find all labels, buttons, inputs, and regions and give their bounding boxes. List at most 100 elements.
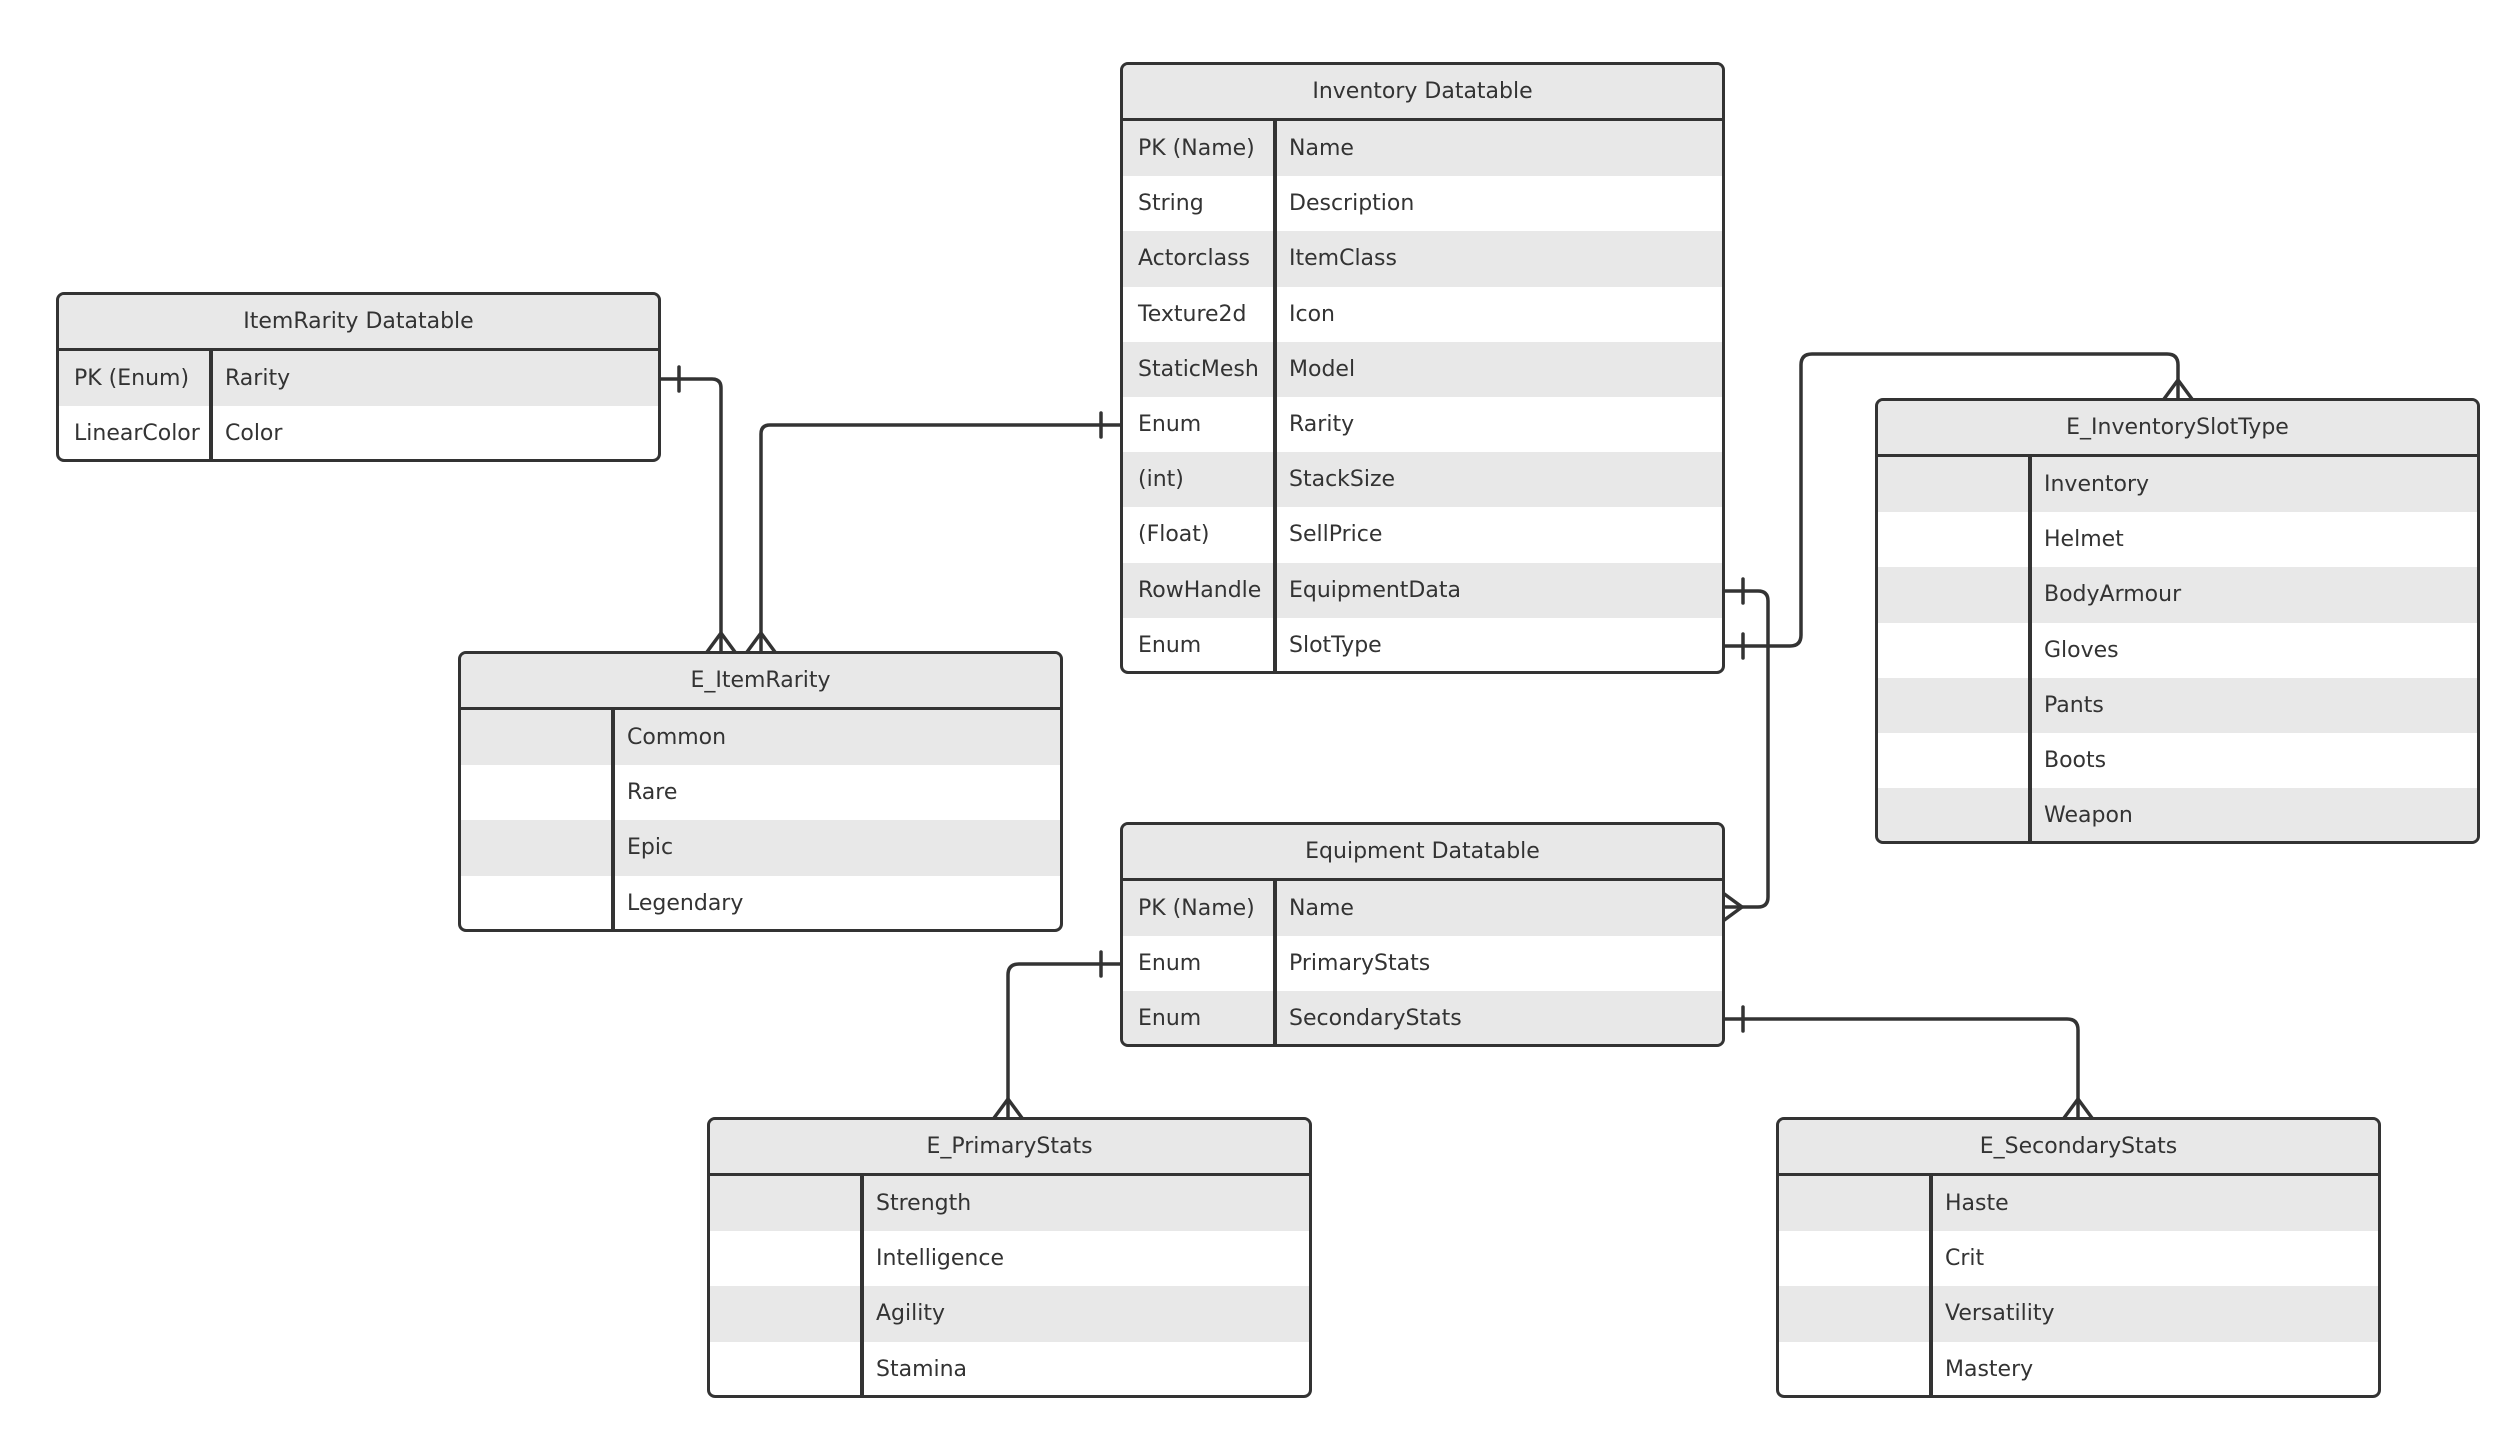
entity-row: PK (Name) Name <box>1123 881 1722 937</box>
column-divider <box>209 351 213 459</box>
row-key: Enum <box>1138 951 1202 977</box>
entity-body: Strength Intelligence Agility Stamina <box>710 1176 1309 1395</box>
entity-row: Versatility <box>1779 1286 2378 1342</box>
entity-row: Haste <box>1779 1176 2378 1232</box>
row-field: Rarity <box>1289 412 1355 438</box>
entity-inventory-datatable[interactable]: Inventory Datatable PK (Name)Name String… <box>1120 62 1725 674</box>
entity-row: Enum SlotType <box>1123 618 1722 671</box>
entity-body: Common Rare Epic Legendary <box>461 710 1060 929</box>
entity-row: Legendary <box>461 876 1060 929</box>
row-field: Inventory <box>2044 472 2150 498</box>
entity-body: Inventory Helmet BodyArmour Gloves Pants… <box>1878 457 2477 841</box>
row-field: Versatility <box>1945 1301 2055 1327</box>
row-field: SlotType <box>1289 632 1382 658</box>
entity-title: Equipment Datatable <box>1123 825 1722 881</box>
row-field: Boots <box>2044 748 2107 774</box>
entity-body: Haste Crit Versatility Mastery <box>1779 1176 2378 1395</box>
row-field: Intelligence <box>876 1246 1005 1272</box>
row-field: SellPrice <box>1289 522 1383 548</box>
entity-row: RowHandle EquipmentData <box>1123 562 1722 618</box>
column-divider <box>1929 1176 1933 1395</box>
relationship-equipment-primarystats-to-e-primarystats <box>992 950 1125 1120</box>
row-key: PK (Name) <box>1138 896 1255 922</box>
column-divider <box>2028 457 2032 841</box>
entity-e-itemrarity[interactable]: E_ItemRarity Common Rare Epic Legendary <box>458 651 1063 932</box>
entity-title: E_ItemRarity <box>461 654 1060 710</box>
row-field: Weapon <box>2044 803 2133 829</box>
entity-title: ItemRarity Datatable <box>59 295 658 351</box>
entity-row: Enum SecondaryStats <box>1123 991 1722 1044</box>
entity-row: Stamina <box>710 1342 1309 1395</box>
entity-title: E_SecondaryStats <box>1779 1120 2378 1176</box>
row-field: Gloves <box>2044 637 2119 663</box>
column-divider <box>860 1176 864 1395</box>
row-field: Rare <box>627 780 678 806</box>
row-field: Stamina <box>876 1356 968 1382</box>
row-key: StaticMesh <box>1138 356 1259 382</box>
entity-row: BodyArmour <box>1878 567 2477 623</box>
row-key: Actorclass <box>1138 246 1251 272</box>
row-key: Enum <box>1138 632 1202 658</box>
entity-title: Inventory Datatable <box>1123 65 1722 121</box>
entity-row: Actorclass ItemClass <box>1123 231 1722 287</box>
entity-e-primarystats[interactable]: E_PrimaryStats Strength Intelligence Agi… <box>707 1117 1312 1398</box>
row-key: RowHandle <box>1138 577 1262 603</box>
entity-e-secondarystats[interactable]: E_SecondaryStats Haste Crit Versatility … <box>1776 1117 2381 1398</box>
column-divider <box>1273 881 1277 1044</box>
row-key: Texture2d <box>1138 301 1247 327</box>
row-field: Helmet <box>2044 527 2124 553</box>
entity-row: (Float) SellPrice <box>1123 507 1722 562</box>
row-field: EquipmentData <box>1289 577 1461 603</box>
entity-row: Texture2d Icon <box>1123 287 1722 342</box>
entity-row: StaticMesh Model <box>1123 341 1722 397</box>
row-field: StackSize <box>1289 467 1396 493</box>
entity-row: Helmet <box>1878 512 2477 567</box>
entity-row: Boots <box>1878 733 2477 788</box>
entity-row: Agility <box>710 1286 1309 1342</box>
entity-row: String Description <box>1123 176 1722 231</box>
entity-title: E_PrimaryStats <box>710 1120 1309 1176</box>
row-key: (Float) <box>1138 522 1210 548</box>
row-key: LinearColor <box>74 421 200 447</box>
entity-row: Inventory <box>1878 457 2477 513</box>
row-field: Haste <box>1945 1191 2009 1217</box>
row-field: Mastery <box>1945 1356 2034 1382</box>
entity-body: PK (Enum) Rarity LinearColor Color <box>59 351 658 459</box>
row-field: Description <box>1289 191 1415 217</box>
entity-row: PK (Name)Name <box>1123 121 1722 177</box>
relationship-itemrarity-to-e-itemrarity <box>657 365 737 654</box>
entity-row: Rare <box>461 765 1060 820</box>
column-divider <box>611 710 615 929</box>
row-field: Crit <box>1945 1246 1985 1272</box>
entity-row: Epic <box>461 820 1060 876</box>
entity-e-inventoryslottype[interactable]: E_InventorySlotType Inventory Helmet Bod… <box>1875 398 2480 844</box>
entity-title: E_InventorySlotType <box>1878 401 2477 457</box>
row-field: ItemClass <box>1289 246 1397 272</box>
row-key: Enum <box>1138 1006 1202 1032</box>
entity-itemrarity-datatable[interactable]: ItemRarity Datatable PK (Enum) Rarity Lin… <box>56 292 661 462</box>
row-field: Color <box>225 421 283 447</box>
row-field: Model <box>1289 356 1356 382</box>
row-field: BodyArmour <box>2044 582 2182 608</box>
entity-row: Strength <box>710 1176 1309 1232</box>
entity-row: Common <box>461 710 1060 766</box>
row-key: PK (Enum) <box>74 366 190 392</box>
row-field: Name <box>1289 896 1354 922</box>
entity-row: Gloves <box>1878 623 2477 678</box>
row-field: Agility <box>876 1301 945 1327</box>
row-key: (int) <box>1138 467 1184 493</box>
entity-row: Crit <box>1779 1231 2378 1286</box>
row-key: String <box>1138 191 1204 217</box>
row-field: Rarity <box>225 366 291 392</box>
row-field: Icon <box>1289 301 1335 327</box>
row-field: SecondaryStats <box>1289 1006 1462 1032</box>
row-key: PK (Name) <box>1138 136 1255 162</box>
entity-row: LinearColor Color <box>59 406 658 459</box>
row-field: Epic <box>627 835 674 861</box>
entity-row: (int) StackSize <box>1123 452 1722 508</box>
